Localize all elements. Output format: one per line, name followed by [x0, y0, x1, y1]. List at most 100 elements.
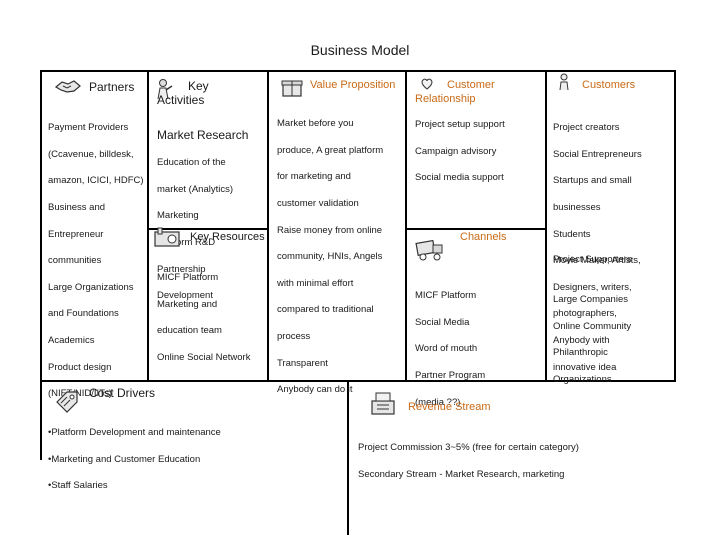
list-item: Organizations [553, 374, 612, 386]
customer-relationship-heading-line1: Customer [447, 79, 495, 91]
channels-heading: Channels [460, 231, 507, 243]
value-proposition-heading: Value Proposition [310, 79, 396, 91]
channels-list: MICF Platform Social Media Word of mouth… [415, 276, 543, 422]
key-resources-list: MICF Platform Marketing and education te… [157, 258, 267, 378]
list-item: Word of mouth [415, 343, 478, 355]
list-item: Anybody can do it [277, 384, 353, 396]
grid-bottom-left-border [40, 380, 42, 460]
page-title: Business Model [310, 42, 410, 58]
list-item: Large Companies [553, 294, 628, 306]
list-item: and Foundations [48, 308, 119, 320]
list-item: Campaign advisory [415, 145, 497, 157]
price-tag-icon [56, 391, 78, 413]
list-item: Social media support [415, 172, 504, 184]
key-activities-heading-line2: Activities [157, 93, 205, 107]
list-item: Project Commission 3~5% (free for certai… [358, 442, 579, 454]
list-item: Education of the [157, 157, 226, 169]
list-item: Marketing [157, 210, 199, 222]
list-item: community, HNIs, Angels [277, 251, 383, 263]
list-item: Marketing and [157, 298, 218, 310]
list-item: MICF Platform [415, 290, 477, 302]
grid-top-border [40, 70, 676, 72]
factory-icon [154, 227, 180, 247]
list-item: Students [553, 228, 591, 240]
list-item: (Ccavenue, billdesk, [48, 148, 134, 160]
list-item: •Marketing and Customer Education [48, 453, 201, 465]
list-item: innovative idea [553, 361, 617, 373]
revenue-stream-heading: Revenue Stream [408, 401, 491, 413]
grid-middle-border [40, 380, 676, 382]
list-item: Partner Program [415, 370, 486, 382]
grid-left-border [40, 70, 42, 382]
list-item: Social Media [415, 316, 470, 328]
divider-activities-resources [147, 228, 268, 230]
list-item: Partnership [157, 263, 206, 275]
divider-relationship-customers [545, 70, 547, 382]
key-activities-heading-line1: Key [188, 79, 209, 93]
list-item: •Staff Salaries [48, 480, 108, 492]
list-item: photographers, [553, 308, 617, 320]
customer-relationship-list: Project setup support Campaign advisory … [415, 105, 543, 198]
list-item: Philanthropic [553, 347, 608, 359]
divider-partners-activities [147, 70, 149, 382]
list-item: Project setup support [415, 119, 505, 131]
list-item: Online Social Network [157, 352, 251, 364]
customers-heading: Customers [582, 79, 636, 91]
list-item: Market before you [277, 118, 354, 130]
key-resources-heading: Key Resources [190, 231, 265, 243]
list-item: Business and [48, 202, 106, 214]
list-item: communities [48, 255, 102, 267]
list-item: compared to traditional [277, 304, 374, 316]
list-item: Development [157, 290, 213, 302]
value-proposition-list: Market before you produce, A great platf… [277, 104, 405, 410]
list-item: Movie Maker, Artists, [553, 255, 641, 267]
truck-icon [415, 239, 443, 261]
person-icon [559, 73, 569, 91]
list-item: •Platform Development and maintenance [48, 427, 221, 439]
cost-drivers-list: •Platform Development and maintenance •M… [48, 413, 343, 506]
partners-list: Payment Providers (Ccavenue, billdesk, a… [48, 108, 148, 414]
revenue-stream-list: Project Commission 3~5% (free for certai… [358, 428, 698, 494]
list-item: Anybody with [553, 335, 610, 347]
list-item: Designers, writers, [553, 281, 632, 293]
divider-relationship-channels [405, 228, 546, 230]
list-item: Payment Providers [48, 122, 129, 134]
list-item: education team [157, 325, 222, 337]
list-item: Academics [48, 335, 95, 347]
list-item: market (Analytics) [157, 183, 234, 195]
list-item: (NIFT/NID/IITs) [48, 388, 112, 400]
partners-heading: Partners [89, 80, 135, 94]
list-item: Social Entrepreneurs [553, 148, 642, 160]
grid-right-border [674, 70, 676, 382]
project-supporters-heading: Project Supporters [553, 254, 632, 265]
list-item: MICF Platform [157, 272, 219, 284]
list-item: Secondary Stream - Market Research, mark… [358, 468, 565, 480]
list-item: amazon, ICICI, HDFC) [48, 175, 144, 187]
list-item: Large Organizations [48, 281, 134, 293]
divider-value-relationship [405, 70, 407, 382]
list-item: for marketing and [277, 171, 351, 183]
list-item: Entrepreneur [48, 228, 104, 240]
list-item: with minimal effort [277, 277, 354, 289]
worker-icon [157, 79, 173, 100]
divider-cost-revenue [347, 380, 349, 535]
divider-activities-value [267, 70, 269, 382]
cash-register-icon [371, 392, 395, 415]
customer-relationship-heading-line2: Relationship [415, 93, 476, 105]
list-item: process [277, 331, 311, 343]
key-activities-heading: Key Activities [157, 79, 260, 107]
gift-icon [281, 80, 303, 97]
cost-drivers-heading: Cost Drivers [89, 386, 156, 400]
list-item: Project creators [553, 122, 620, 134]
customer-relationship-heading: Customer Relationship [415, 78, 543, 106]
project-supporters-list: Large Companies Online Community Philant… [553, 280, 678, 400]
list-item: Product design [48, 361, 112, 373]
list-item: Startups and small [553, 175, 632, 187]
list-item: (media ??) [415, 396, 461, 408]
handshake-icon [54, 80, 81, 93]
list-item: produce, A great platform [277, 144, 384, 156]
key-activities-subheading: Market Research [157, 128, 249, 142]
list-item: Transparent [277, 357, 328, 369]
heart-icon [421, 78, 433, 90]
list-item: Online Community [553, 320, 632, 332]
